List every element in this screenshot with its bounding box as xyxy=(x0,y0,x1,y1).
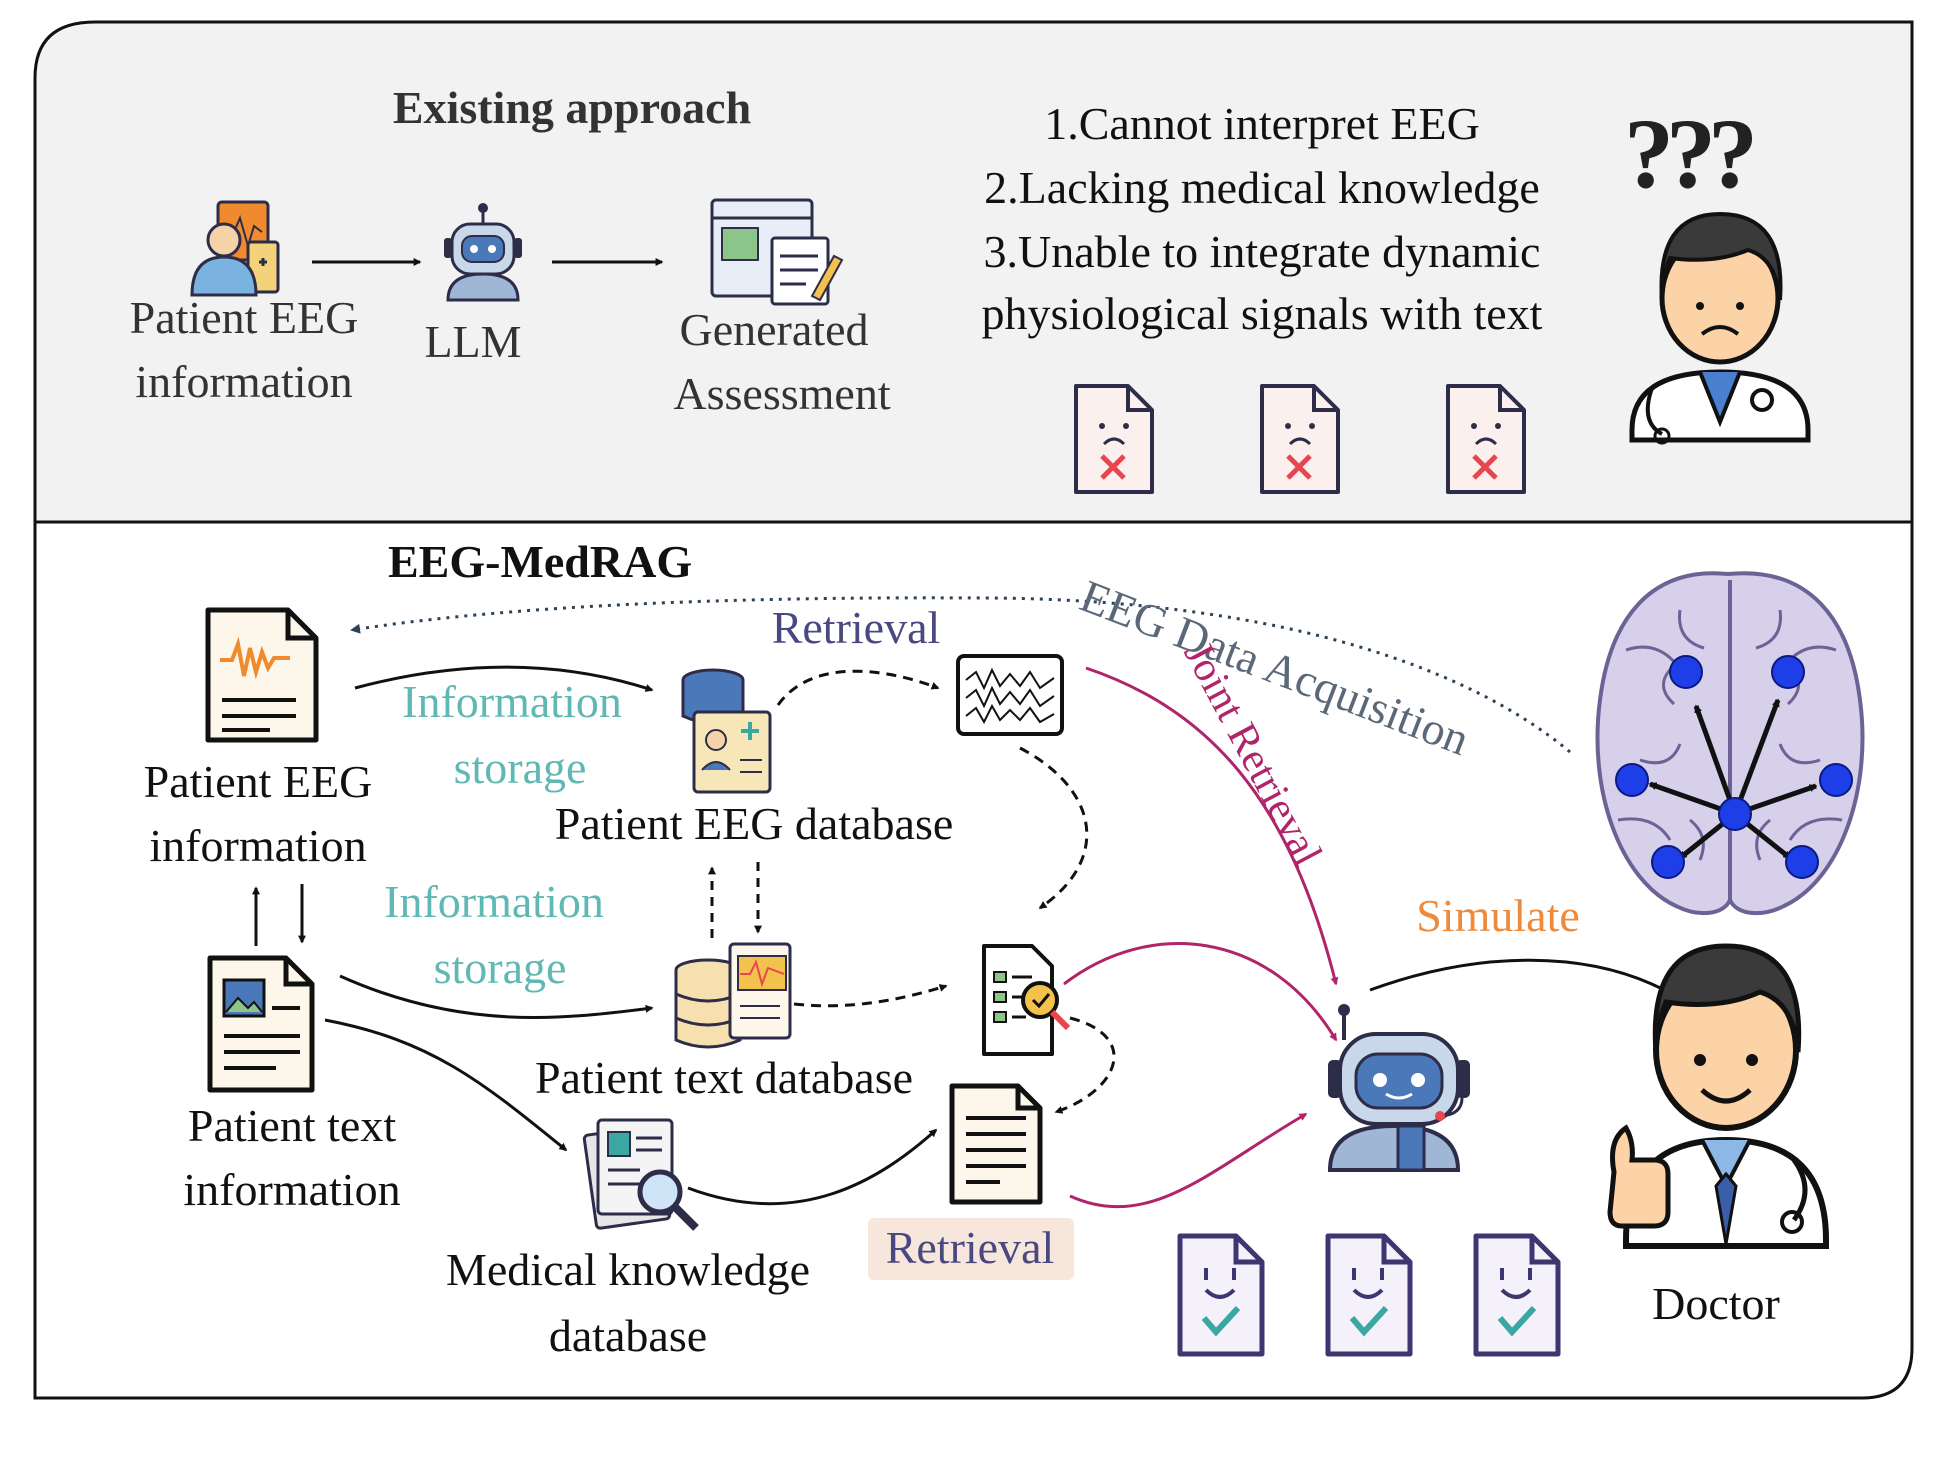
information-storage-2-line1: Information xyxy=(384,876,604,927)
simulate-label: Simulate xyxy=(1416,890,1580,941)
happy-doctor-icon xyxy=(1607,943,1829,1249)
brain-icon xyxy=(1595,571,1865,916)
arrow-text-to-medical-db xyxy=(324,1018,568,1152)
information-storage-1-line2: storage xyxy=(453,742,587,793)
medical-knowledge-database-icon xyxy=(582,1118,699,1231)
eeg-database-icon xyxy=(681,668,772,794)
information-storage-2-line2: storage xyxy=(433,942,567,993)
retrieval-highlight xyxy=(868,1218,1074,1280)
top-assessment-label-line2: Assessment xyxy=(673,368,891,419)
arrow-db-to-eeg-signal xyxy=(776,669,940,706)
arrow-textdb-to-analysis xyxy=(793,984,948,1008)
confused-doctor-icon xyxy=(1629,211,1811,445)
arrow-signal-to-analysis xyxy=(1019,746,1089,910)
patient-eeg-icon xyxy=(190,200,280,297)
happy-document-icon xyxy=(1325,1233,1413,1357)
problem-1: 1.Cannot interpret EEG xyxy=(1044,98,1480,149)
top-assessment-label-line1: Generated xyxy=(679,304,869,355)
doctor-label: Doctor xyxy=(1652,1278,1780,1329)
assessment-icon xyxy=(710,198,844,306)
patient-eeg-document-icon xyxy=(205,607,319,743)
medical-knowledge-db-line1: Medical knowledge xyxy=(445,1244,811,1295)
text-database-icon xyxy=(674,942,792,1049)
patient-text-info-line1: Patient text xyxy=(187,1100,397,1151)
problem-3-continued: physiological signals with text xyxy=(981,288,1543,339)
question-marks: ??? xyxy=(1624,98,1758,209)
existing-approach-title: Existing approach xyxy=(392,82,752,133)
top-patient-eeg-label-line1: Patient EEG xyxy=(129,292,359,343)
llm-robot-icon xyxy=(444,203,522,302)
sad-document-icon xyxy=(1446,384,1526,494)
arrow-text-to-database xyxy=(339,974,654,1019)
information-storage-1-line1: Information xyxy=(402,676,622,727)
rag-robot-icon xyxy=(1327,1004,1470,1172)
patient-text-document-icon xyxy=(207,955,315,1093)
retrieval-bottom-label: Retrieval xyxy=(885,1222,1055,1273)
analysis-icon xyxy=(982,944,1071,1056)
arrow-analysis-to-robot xyxy=(1063,942,1338,1042)
arrow-medical-to-retrieved-doc xyxy=(687,1128,938,1206)
bottom-panel xyxy=(33,520,1914,1400)
patient-eeg-info-line1: Patient EEG xyxy=(143,756,373,807)
patient-eeg-database-label: Patient EEG database xyxy=(554,798,954,849)
arrow-analysis-to-retrieved-doc xyxy=(1054,1016,1116,1114)
retrieved-document-icon xyxy=(949,1083,1043,1205)
top-llm-label: LLM xyxy=(424,316,522,367)
happy-document-icon xyxy=(1473,1233,1561,1357)
top-panel xyxy=(33,20,1914,524)
sad-document-icon xyxy=(1260,384,1340,494)
eeg-signal-icon xyxy=(956,654,1064,736)
problem-3: 3.Unable to integrate dynamic xyxy=(983,226,1541,277)
sad-document-icon xyxy=(1074,384,1154,494)
eeg-medrag-title: EEG-MedRAG xyxy=(388,536,693,587)
patient-text-info-line2: information xyxy=(183,1164,401,1215)
joint-retrieval-arrow xyxy=(1085,666,1339,986)
arrow-eeg-to-database xyxy=(354,665,654,692)
patient-eeg-info-line2: information xyxy=(149,820,367,871)
arrow-robot-to-doctor xyxy=(1369,958,1670,994)
retrieval-top-label: Retrieval xyxy=(771,602,941,653)
medical-knowledge-db-line2: database xyxy=(548,1310,708,1361)
happy-document-icon xyxy=(1177,1233,1265,1357)
arrow-retrieved-to-robot xyxy=(1069,1112,1308,1208)
problem-2: 2.Lacking medical knowledge xyxy=(984,162,1540,213)
patient-text-database-label: Patient text database xyxy=(534,1052,914,1103)
top-patient-eeg-label-line2: information xyxy=(135,356,353,407)
